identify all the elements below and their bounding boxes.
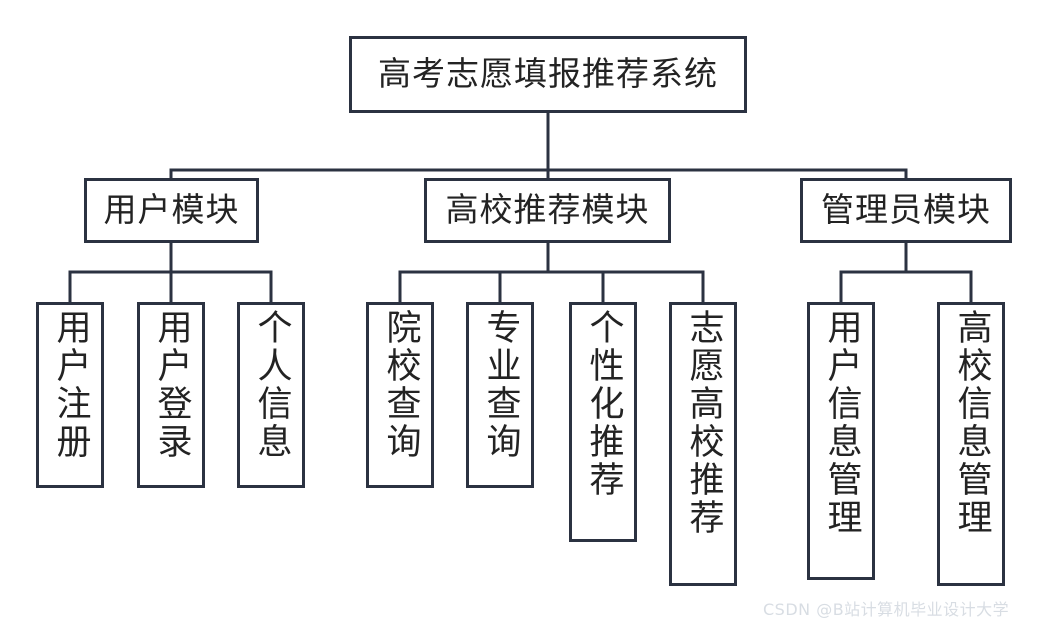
node-college-search[interactable]: 院校查询 <box>366 302 434 488</box>
node-admin-module[interactable]: 管理员模块 <box>800 178 1012 243</box>
node-user-register[interactable]: 用户注册 <box>36 302 104 488</box>
node-user-info-management-label: 用户信息管理 <box>821 309 862 537</box>
node-major-search[interactable]: 专业查询 <box>466 302 534 488</box>
node-user-login-label: 用户登录 <box>151 309 192 461</box>
node-user-register-label: 用户注册 <box>50 309 91 461</box>
node-user-module-label: 用户模块 <box>103 190 240 230</box>
node-root-label: 高考志愿填报推荐系统 <box>378 54 718 94</box>
node-personalized-recommend[interactable]: 个性化推荐 <box>569 302 637 542</box>
node-volunteer-college-recommend-label: 志愿高校推荐 <box>683 309 724 537</box>
node-admin-module-label: 管理员模块 <box>821 190 991 230</box>
node-personal-info-label: 个人信息 <box>251 309 292 461</box>
node-college-search-label: 院校查询 <box>380 309 421 461</box>
node-college-info-management-label: 高校信息管理 <box>951 309 992 537</box>
watermark: CSDN @B站计算机毕业设计大学 <box>763 600 1010 619</box>
node-college-recommend-module-label: 高校推荐模块 <box>445 190 650 230</box>
node-user-login[interactable]: 用户登录 <box>137 302 205 488</box>
node-personalized-recommend-label: 个性化推荐 <box>583 309 624 499</box>
node-user-info-management[interactable]: 用户信息管理 <box>807 302 875 580</box>
node-college-recommend-module[interactable]: 高校推荐模块 <box>424 178 671 243</box>
node-user-module[interactable]: 用户模块 <box>84 178 259 243</box>
node-volunteer-college-recommend[interactable]: 志愿高校推荐 <box>669 302 737 586</box>
node-college-info-management[interactable]: 高校信息管理 <box>937 302 1005 586</box>
node-major-search-label: 专业查询 <box>480 309 521 461</box>
node-personal-info[interactable]: 个人信息 <box>237 302 305 488</box>
node-root[interactable]: 高考志愿填报推荐系统 <box>349 36 747 113</box>
